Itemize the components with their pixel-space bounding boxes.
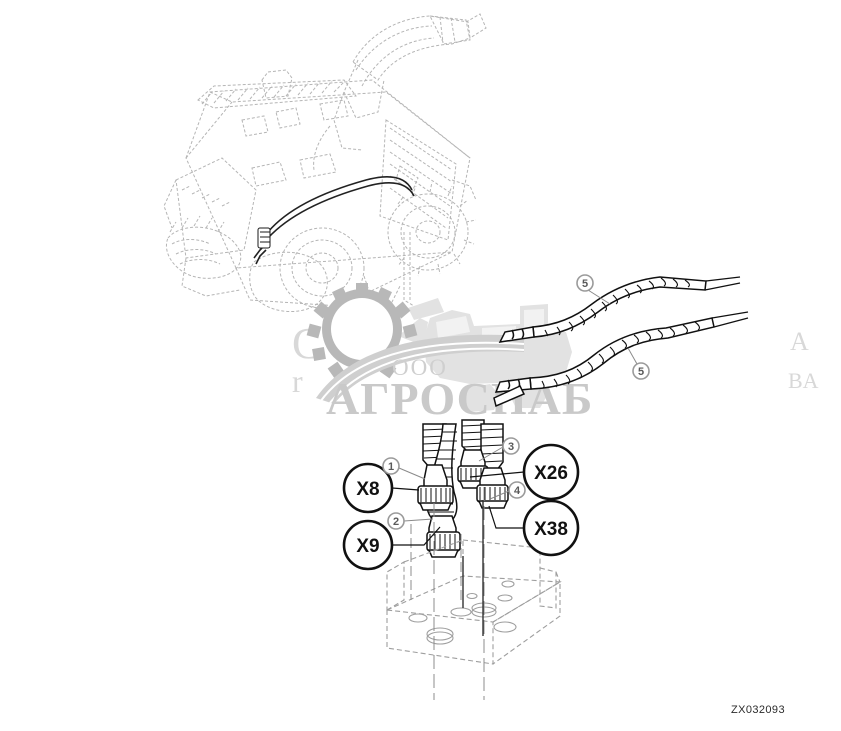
- item-bubble-2: [387, 512, 405, 530]
- spiral-wrap-ribs-upper: [544, 277, 690, 337]
- item-bubble-label-5-lower: 5: [638, 366, 644, 378]
- bracket-center-lines: [410, 487, 485, 700]
- drawing-part-number: ZX032093: [731, 704, 785, 716]
- connector-x8: [417, 464, 454, 511]
- item-bubble-label-5-upper: 5: [582, 278, 588, 290]
- item-bubble-4: [508, 481, 526, 499]
- harvester-body-group: [163, 13, 487, 312]
- callout-x8: [342, 462, 394, 514]
- callout-x38: [522, 499, 580, 557]
- item-bubble-label-1: 1: [388, 461, 394, 473]
- callout-leaders: [391, 471, 525, 546]
- harness-run-on-machine: [253, 176, 415, 265]
- item-bubble-5-lower: [632, 362, 650, 380]
- callout-label-x38: X38: [534, 519, 568, 540]
- spiral-wrap-ribs-lower: [541, 321, 700, 389]
- connector-x9: [426, 515, 461, 558]
- callout-label-x9: X9: [356, 536, 379, 557]
- hose-tail-lower: [711, 311, 749, 319]
- item-bubble-label-4: 4: [514, 485, 521, 497]
- mounting-bracket: [384, 539, 562, 665]
- hose-tail-upper: [705, 276, 741, 282]
- item-bubble-3: [502, 437, 520, 455]
- item-leaders: [398, 289, 638, 522]
- item-bubble-1: [382, 457, 400, 475]
- callout-x26: [522, 443, 580, 501]
- spiral-hose-upper: [498, 276, 741, 343]
- connector-x38: [476, 467, 509, 509]
- item-bubble-label-3: 3: [508, 441, 514, 453]
- item-bubble-5-upper: [576, 274, 594, 292]
- spiral-hose-lower: [493, 311, 749, 408]
- harness-clamp: [257, 227, 271, 249]
- item-bubble-label-2: 2: [393, 516, 399, 528]
- bracket-studs: [462, 500, 484, 636]
- callout-label-x8: X8: [356, 479, 379, 500]
- callout-x9: [342, 519, 394, 571]
- callout-label-x26: X26: [534, 463, 568, 484]
